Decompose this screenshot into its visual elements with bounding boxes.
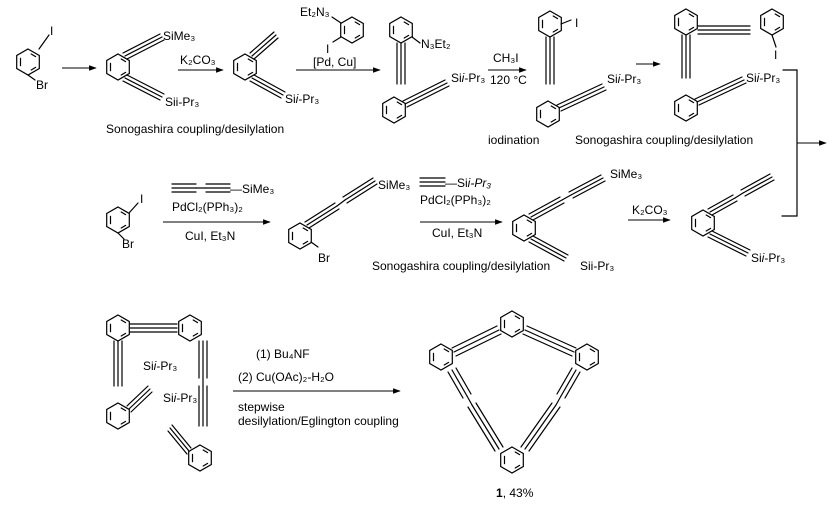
reagent-bu4nf: (1) Bu₄NF — [256, 347, 310, 361]
macrocycle-product — [429, 310, 599, 474]
svg-text:Sii-Pr₃: Sii-Pr₃ — [143, 359, 177, 373]
tips-alkyne-reagent: —Sii-Pr₃ — [419, 176, 491, 190]
svg-text:I: I — [575, 16, 578, 30]
triazene-reagent: Et₂N₃ I — [300, 5, 364, 56]
svg-text:I: I — [50, 24, 53, 38]
svg-text:Sii-Pr₃: Sii-Pr₃ — [607, 72, 641, 86]
svg-text:Sii-Pr₃: Sii-Pr₃ — [165, 95, 199, 109]
ethynyl-tips-benzene: Sii-Pr₃ — [233, 31, 319, 106]
caption-eglinton: desilylation/Eglington coupling — [238, 414, 399, 428]
reagent-ch3i: CH₃I — [493, 51, 519, 65]
svg-text:Br: Br — [122, 237, 134, 251]
svg-text:Sii-Pr₃: Sii-Pr₃ — [451, 71, 485, 85]
svg-text:Et₂N₃: Et₂N₃ — [300, 5, 330, 19]
svg-text:—Sii-Pr₃: —Sii-Pr₃ — [445, 176, 491, 190]
svg-text:Sii-Pr₃: Sii-Pr₃ — [751, 251, 785, 265]
reagent-k2co3-b: K₂CO₃ — [632, 203, 668, 217]
caption-sono-1: Sonogashira coupling/desilylation — [106, 122, 284, 136]
caption-stepwise: stepwise — [238, 400, 285, 414]
terminal-diyne-tips: Sii-Pr₃ — [691, 173, 785, 265]
bisalkyne-tms-tips: SiMe₃ Sii-Pr₃ — [106, 29, 199, 109]
product-label: 1, 43% — [496, 486, 534, 500]
diyne-tms-tips-product: SiMe₃ Sii-Pr₃ — [512, 167, 642, 273]
reagent-temp: 120 °C — [490, 73, 527, 87]
svg-text:N₃Et₂: N₃Et₂ — [421, 37, 451, 51]
diaryl-iodo-product: I Sii-Pr₃ — [674, 8, 784, 122]
diyne-reagent: —SiMe₃ — [171, 182, 274, 196]
reagent-pdcl2-b: PdCl₂(PPh₃)₂ — [420, 193, 491, 207]
svg-text:—SiMe₃: —SiMe₃ — [230, 182, 274, 196]
reagent-cui-a: CuI, Et₃N — [185, 229, 235, 243]
svg-text:I: I — [140, 192, 143, 206]
svg-text:I: I — [326, 42, 329, 56]
bromoiodobenzene-2: I Br — [106, 192, 143, 251]
caption-iodination: iodination — [488, 133, 539, 147]
svg-text:Br: Br — [36, 78, 48, 92]
svg-text:SiMe₃: SiMe₃ — [163, 29, 195, 43]
svg-text:Sii-Pr₃: Sii-Pr₃ — [163, 391, 197, 405]
merge-bracket — [781, 69, 798, 217]
bromoiodobenzene-1: I Br — [16, 24, 53, 92]
reagent-pdcl2-a: PdCl₂(PPh₃)₂ — [172, 200, 243, 214]
reagent-cui-b: CuI, Et₃N — [432, 226, 482, 240]
svg-text:Sii-Pr₃: Sii-Pr₃ — [285, 92, 319, 106]
reagent-cuoac: (2) Cu(OAc)₂-H₂O — [238, 370, 334, 384]
reagent-pd-cu: [Pd, Cu] — [313, 55, 356, 69]
caption-sono-2: Sonogashira coupling/desilylation — [575, 133, 753, 147]
svg-text:Sii-Pr₃: Sii-Pr₃ — [580, 259, 614, 273]
macrocycle-precursor: Sii-Pr₃ Sii-Pr₃ — [106, 314, 212, 472]
svg-text:SiMe₃: SiMe₃ — [610, 167, 642, 181]
svg-text:Br: Br — [318, 251, 330, 265]
svg-text:Sii-Pr₃: Sii-Pr₃ — [746, 71, 780, 85]
bromophenyl-diyne-tms: SiMe₃ Br — [288, 177, 410, 265]
svg-text:SiMe₃: SiMe₃ — [378, 178, 410, 192]
caption-sono-3: Sonogashira coupling/desilylation — [372, 259, 550, 273]
triazene-coupled-product: N₃Et₂ Sii-Pr₃ — [382, 16, 485, 124]
iodinated-product: I Sii-Pr₃ — [536, 10, 641, 128]
svg-text:I: I — [774, 48, 777, 62]
reagent-k2co3-a: K₂CO₃ — [180, 53, 216, 67]
